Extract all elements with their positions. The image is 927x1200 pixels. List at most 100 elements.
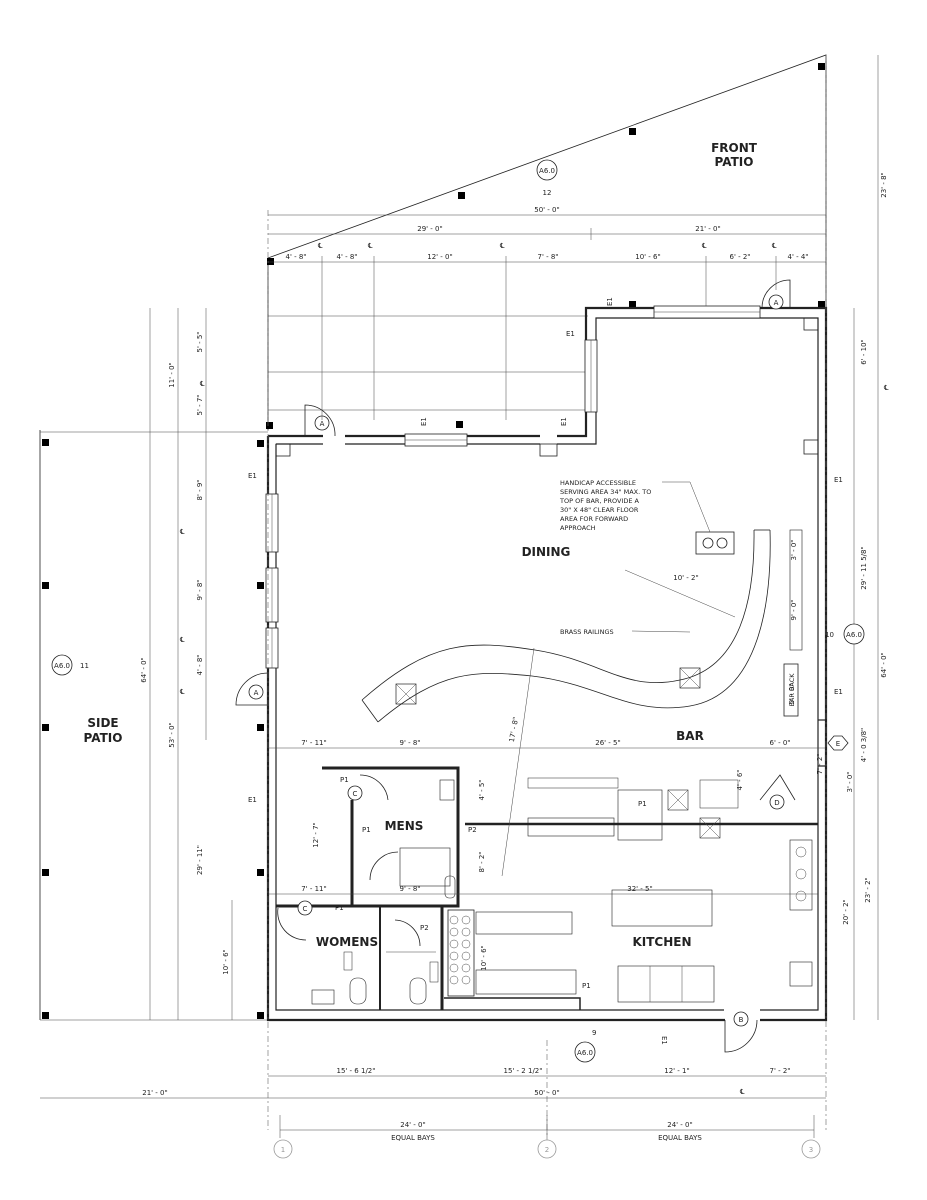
svg-text:A6.0: A6.0 (539, 167, 555, 175)
svg-text:7' - 8": 7' - 8" (537, 253, 558, 261)
svg-text:EQUAL BAYS: EQUAL BAYS (658, 1134, 702, 1142)
svg-text:4' - 4": 4' - 4" (787, 253, 808, 261)
brass-railings-note: BRASS RAILINGS (560, 628, 614, 636)
door-tag: D (769, 794, 785, 810)
svg-text:29' - 11 5/8": 29' - 11 5/8" (860, 546, 868, 589)
svg-text:29' - 0": 29' - 0" (417, 225, 442, 233)
svg-text:℄: ℄ (702, 242, 707, 250)
mens-label: MENS (385, 819, 424, 833)
e1-tag: E1 (248, 796, 257, 804)
front-patio-label: PATIO (715, 155, 754, 169)
svg-text:24' - 0": 24' - 0" (667, 1121, 692, 1129)
patio-post (266, 422, 273, 429)
patio-post (257, 724, 264, 731)
front-patio-label: FRONT (711, 141, 758, 155)
svg-text:℄: ℄ (740, 1088, 745, 1096)
svg-text:A: A (320, 420, 325, 428)
kitchen-label: KITCHEN (632, 935, 691, 949)
section-ref-top: A6.0 12 (536, 159, 558, 197)
svg-text:3' - 0": 3' - 0" (790, 539, 798, 560)
grid-bubble-3: 3 (801, 1139, 821, 1159)
svg-text:D: D (774, 799, 779, 807)
fixture-tags: P1 P2 P1 P1 P2 P1 P1 E1 E1 E1 E1 E1 E1 E… (248, 297, 843, 1045)
svg-text:9: 9 (592, 1029, 596, 1037)
section-ref-side: A6.0 11 (51, 654, 89, 676)
patio-post (257, 1012, 264, 1019)
e1-tag: E1 (660, 1036, 668, 1045)
dining-label: DINING (522, 545, 571, 559)
p1-tag: P1 (335, 904, 344, 912)
doors (235, 279, 796, 1053)
kitchen-equipment (447, 777, 813, 1003)
svg-text:HANDICAP ACCESSIBLE: HANDICAP ACCESSIBLE (560, 479, 636, 487)
svg-text:7' - 11": 7' - 11" (301, 885, 326, 893)
svg-text:29' - 11": 29' - 11" (196, 845, 204, 875)
svg-text:7' - 2": 7' - 2" (816, 753, 824, 774)
svg-text:4' - 0 3/8": 4' - 0 3/8" (860, 728, 868, 763)
svg-text:E: E (836, 740, 840, 748)
svg-text:24' - 0": 24' - 0" (400, 1121, 425, 1129)
p1-tag: P1 (340, 776, 349, 784)
svg-text:10: 10 (825, 631, 834, 639)
svg-text:6' - 0": 6' - 0" (769, 739, 790, 747)
svg-text:℄: ℄ (180, 688, 185, 696)
e1-tag: E1 (834, 476, 843, 484)
svg-text:℄: ℄ (200, 380, 205, 388)
bar-counter: BAR BACK (361, 529, 803, 723)
svg-text:TOP OF BAR, PROVIDE A: TOP OF BAR, PROVIDE A (559, 497, 640, 505)
svg-text:℄: ℄ (772, 242, 777, 250)
section-ref-bottom: A6.0 9 (574, 1029, 596, 1063)
svg-text:4' - 6": 4' - 6" (736, 769, 744, 790)
dimensions: 50' - 0" 29' - 0" 21' - 0" 4' - 8" 4' - … (40, 55, 888, 1150)
side-patio-label: PATIO (84, 731, 123, 745)
svg-text:℄: ℄ (180, 528, 185, 536)
svg-text:5' - 7": 5' - 7" (196, 394, 204, 415)
svg-text:A6.0: A6.0 (846, 631, 862, 639)
svg-text:53' - 0": 53' - 0" (168, 722, 176, 747)
svg-text:50' - 0": 50' - 0" (534, 1089, 559, 1097)
patio-post (629, 301, 636, 308)
svg-text:B: B (739, 1016, 744, 1024)
womens-label: WOMENS (316, 935, 378, 949)
door-tags: A A A B C C D E (248, 294, 849, 1027)
section-ref-right: A6.0 10 (825, 623, 865, 645)
svg-text:12' - 1": 12' - 1" (664, 1067, 689, 1075)
svg-text:A: A (254, 689, 259, 697)
svg-text:23' - 8": 23' - 8" (880, 172, 888, 197)
svg-text:10' - 6": 10' - 6" (222, 949, 230, 974)
svg-text:7' - 2": 7' - 2" (769, 1067, 790, 1075)
svg-text:21' - 0": 21' - 0" (142, 1089, 167, 1097)
p1-tag: P1 (362, 826, 371, 834)
svg-text:11' - 0": 11' - 0" (168, 362, 176, 387)
svg-text:26' - 5": 26' - 5" (595, 739, 620, 747)
svg-text:6' - 2": 6' - 2" (729, 253, 750, 261)
dim-top-overall: 50' - 0" (534, 206, 559, 214)
grid-bubble-2: 2 (537, 1139, 557, 1159)
p2-tag: P2 (468, 826, 477, 834)
svg-text:℄: ℄ (884, 384, 889, 392)
svg-text:℄: ℄ (500, 242, 505, 250)
patio-post (818, 63, 825, 70)
svg-text:5' - 5": 5' - 5" (196, 331, 204, 352)
svg-text:℄: ℄ (318, 242, 323, 250)
svg-text:EQUAL BAYS: EQUAL BAYS (391, 1134, 435, 1142)
svg-text:15' - 6 1/2": 15' - 6 1/2" (337, 1067, 376, 1075)
patio-post (42, 439, 49, 446)
restroom-fixtures (311, 779, 456, 1005)
svg-text:21' - 0": 21' - 0" (695, 225, 720, 233)
side-patio: SIDE PATIO (39, 430, 268, 1021)
svg-text:9' - 0": 9' - 0" (790, 599, 798, 620)
room-labels: DINING BAR MENS WOMENS KITCHEN (316, 545, 704, 949)
door-tag: A (248, 684, 264, 700)
patio-post (42, 724, 49, 731)
patio-post (42, 1012, 49, 1019)
patio-post (458, 192, 465, 199)
wheelchair-icon (695, 531, 735, 555)
e1-tag: E1 (834, 688, 843, 696)
e1-tag: E1 (606, 297, 614, 306)
side-patio-label: SIDE (87, 716, 118, 730)
door-tag: C (297, 900, 313, 916)
patio-post (257, 582, 264, 589)
door-tag: B (733, 1011, 749, 1027)
